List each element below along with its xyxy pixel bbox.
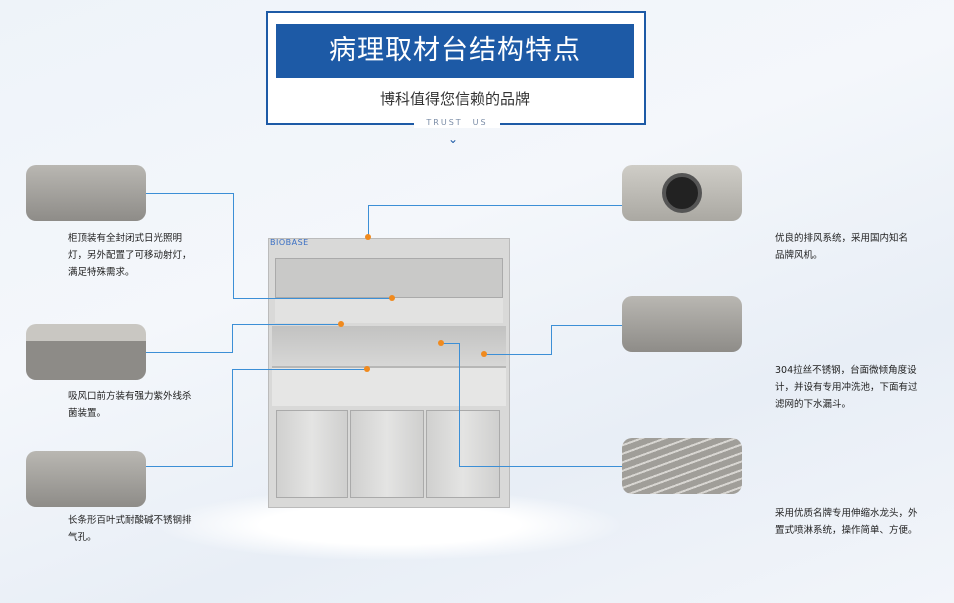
connector-line xyxy=(232,324,233,353)
spray-nozzle-thumbnail xyxy=(26,451,146,507)
page-title: 病理取材台结构特点 xyxy=(276,24,634,78)
cabinet-door-2 xyxy=(350,410,424,498)
connector-line xyxy=(146,352,233,353)
connector-line xyxy=(459,343,460,467)
connector-line xyxy=(233,298,391,299)
connector-line xyxy=(232,369,366,370)
marker-dot xyxy=(438,340,444,346)
connector-line xyxy=(368,205,369,237)
connector-line xyxy=(146,466,233,467)
page-subtitle: 博科值得您信赖的品牌 xyxy=(379,90,530,108)
connector-line xyxy=(484,354,552,355)
marker-dot xyxy=(389,295,395,301)
uv-lamp-thumbnail xyxy=(26,324,146,380)
feature-text-fan: 优良的排风系统，采用国内知名品牌风机。 xyxy=(775,233,909,261)
louver-thumbnail xyxy=(622,438,742,494)
marker-dot xyxy=(481,351,487,357)
lamp-thumbnail xyxy=(26,165,146,221)
cabinet-door-3 xyxy=(426,410,500,498)
connector-line xyxy=(233,193,234,299)
connector-line xyxy=(551,325,622,326)
suction-panel xyxy=(272,326,506,366)
connector-line xyxy=(459,466,622,467)
connector-line xyxy=(232,369,233,467)
faucet-thumbnail xyxy=(622,296,742,352)
connector-line xyxy=(146,193,234,194)
connector-line xyxy=(232,324,340,325)
feature-text-faucet: 采用优质名牌专用伸缩水龙头，外置式喷淋系统，操作简单、方便。 xyxy=(775,508,918,536)
marker-dot xyxy=(365,234,371,240)
marker-dot xyxy=(364,366,370,372)
control-panel xyxy=(275,298,503,323)
feature-text-surface: 304拉丝不锈钢，台面微倾角度设计，并设有专用冲洗池，下面有过滤网的下水漏斗。 xyxy=(775,365,918,410)
marker-dot xyxy=(338,321,344,327)
connector-line xyxy=(368,205,622,206)
cabinet-door-1 xyxy=(276,410,348,498)
feature-text-lamp: 柜顶装有全封闭式日光照明灯，另外配置了可移动射灯，满足特殊需求。 xyxy=(68,233,192,278)
chevron-down-icon: ⌄ xyxy=(447,132,459,146)
feature-text-exhaust: 长条形百叶式耐酸碱不锈钢排气孔。 xyxy=(68,515,192,543)
connector-line xyxy=(551,325,552,355)
trust-label: TRUST US xyxy=(414,117,500,128)
fan-thumbnail xyxy=(622,165,742,221)
work-surface xyxy=(272,366,506,406)
brand-logo: BIOBASE xyxy=(270,238,309,247)
feature-text-uv: 吸风口前方装有强力紫外线杀菌装置。 xyxy=(68,391,192,419)
connector-line xyxy=(441,343,460,344)
hood-interior xyxy=(275,258,503,298)
